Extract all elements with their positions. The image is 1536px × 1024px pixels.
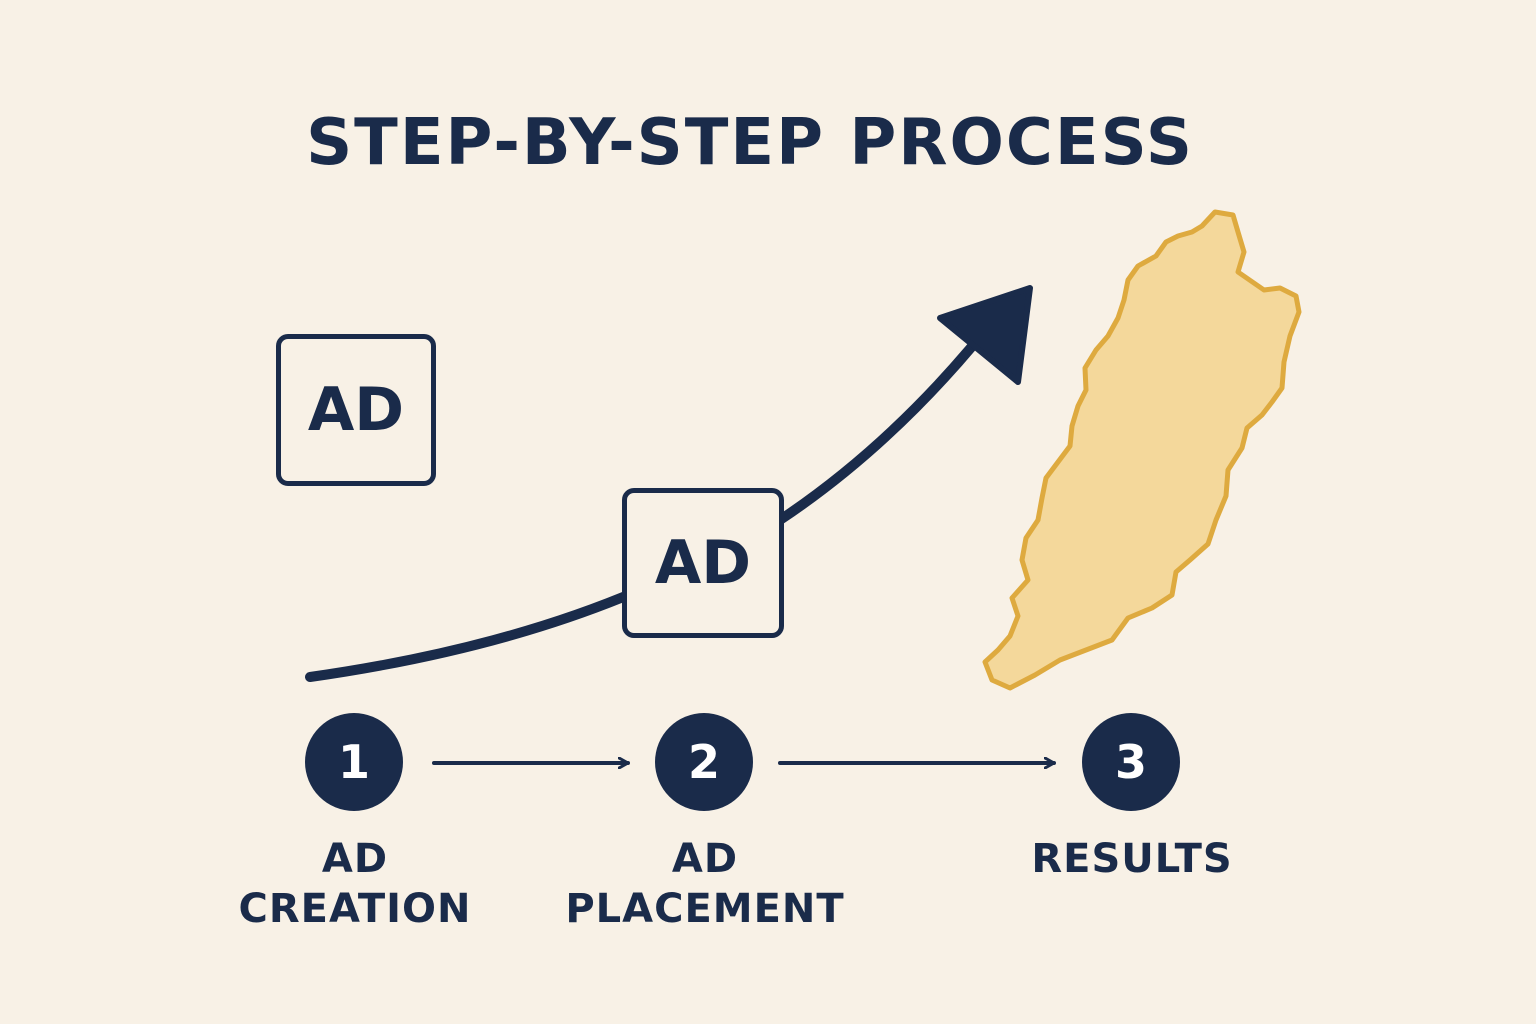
step-label-results: RESULTS bbox=[972, 834, 1292, 884]
step-number-3: 3 bbox=[1082, 713, 1180, 811]
ad-badge-placement: AD bbox=[622, 488, 784, 638]
step-number-1: 1 bbox=[305, 713, 403, 811]
step-label-ad-creation: AD CREATION bbox=[195, 834, 515, 934]
step-label-line: AD bbox=[321, 836, 389, 882]
ad-badge-creation: AD bbox=[276, 334, 436, 486]
step-label-line: PLACEMENT bbox=[565, 886, 845, 932]
page-title: STEP-BY-STEP PROCESS bbox=[306, 106, 1194, 180]
step-number-2: 2 bbox=[655, 713, 753, 811]
step-label-line: AD bbox=[671, 836, 739, 882]
growth-arrow-head-icon bbox=[937, 285, 1033, 385]
step-label-line: RESULTS bbox=[1031, 836, 1233, 882]
step-label-line: CREATION bbox=[238, 886, 472, 932]
step-label-ad-placement: AD PLACEMENT bbox=[545, 834, 865, 934]
lebanon-map-icon bbox=[982, 209, 1302, 691]
